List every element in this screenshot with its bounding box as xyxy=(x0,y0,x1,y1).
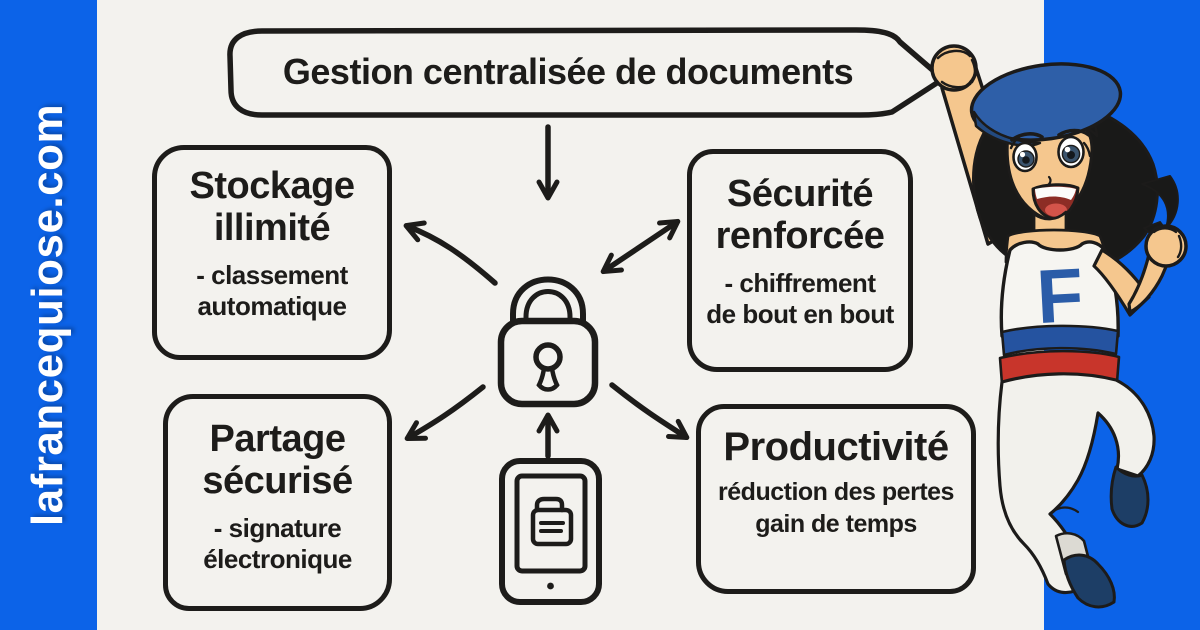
box-title-line: illimité xyxy=(213,206,331,249)
box-subtitle-line: - signature xyxy=(213,512,342,543)
box-title-line: Productivité xyxy=(723,425,949,469)
mascot-front-boot xyxy=(1062,553,1116,609)
box-title-line: sécurisé xyxy=(202,459,353,502)
box-subtitle-line: - classement xyxy=(196,259,348,290)
banner-title: Gestion centralisée de documents xyxy=(282,51,854,92)
box-productivite: Productivité réduction des pertes gain d… xyxy=(696,404,976,594)
box-title-line: renforcée xyxy=(715,214,885,257)
box-title-line: Partage xyxy=(209,418,346,460)
box-partage-securise: Partage sécurisé - signature électroniqu… xyxy=(163,394,392,611)
mascot-left-fist xyxy=(1144,224,1188,268)
box-subtitle-line: de bout en bout xyxy=(706,298,894,329)
site-watermark-strip: lafrancequiose.com xyxy=(0,0,97,630)
mascot-back-boot xyxy=(1109,465,1150,528)
box-subtitle-line: - chiffrement xyxy=(724,267,876,298)
box-title-line: Sécurité xyxy=(727,173,873,215)
box-stockage-illimite: Stockage illimité - classement automatiq… xyxy=(152,145,392,360)
mascot-eye xyxy=(1057,135,1085,169)
box-title-line: Stockage xyxy=(189,165,355,207)
box-subtitle-line: réduction des pertes xyxy=(718,478,954,506)
box-securite-renforcee: Sécurité renforcée - chiffrement de bout… xyxy=(687,149,913,372)
box-subtitle-line: gain de temps xyxy=(755,510,917,538)
box-subtitle-line: électronique xyxy=(203,543,352,574)
box-subtitle-line: automatique xyxy=(197,290,347,321)
site-url: lafrancequiose.com xyxy=(23,103,73,527)
